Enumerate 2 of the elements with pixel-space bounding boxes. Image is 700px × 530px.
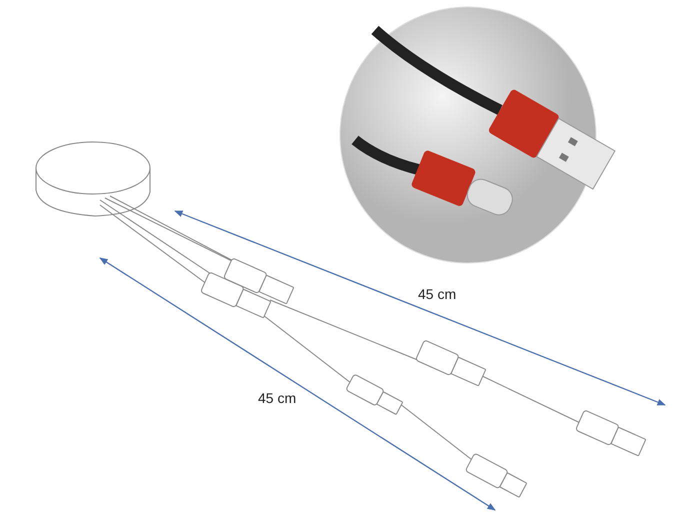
dimension-label: 45 cm [418, 286, 456, 302]
dimension-label: 45 cm [258, 390, 296, 406]
